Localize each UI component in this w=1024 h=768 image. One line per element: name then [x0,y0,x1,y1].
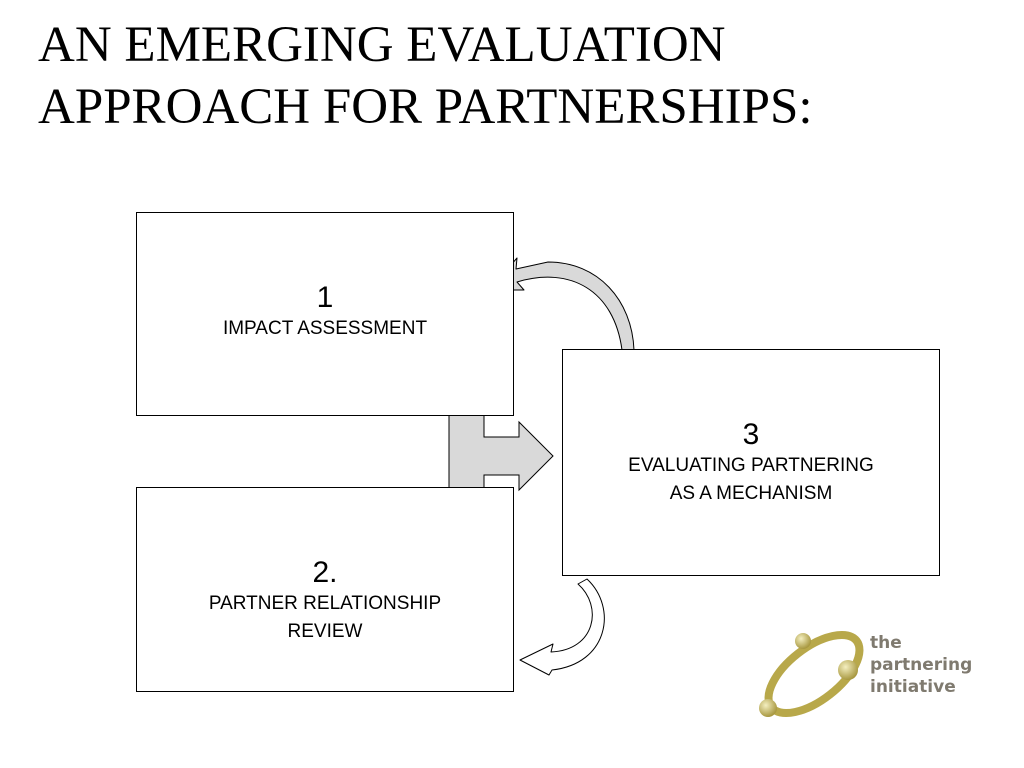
partner-relationship-box: 2. PARTNER RELATIONSHIP REVIEW [136,487,514,692]
impact-assessment-number: 1 [316,281,334,314]
slide-title: AN EMERGING EVALUATION APPROACH FOR PART… [38,14,998,138]
logo-text-line-1: the [870,633,902,653]
evaluating-partnering-number: 3 [742,418,760,451]
orbit-ring-with-three-beads-icon [759,630,864,718]
logo-text-line-3: initiative [870,677,956,697]
impact-assessment-box: 1 IMPACT ASSESSMENT [136,212,514,416]
partner-relationship-number: 2. [312,556,338,589]
evaluating-partnering-box: 3 EVALUATING PARTNERING AS A MECHANISM [562,349,940,576]
evaluating-partnering-label-line-1: EVALUATING PARTNERING [628,455,874,476]
logo-text-line-2: partnering [870,655,973,675]
partner-relationship-label-line-2: REVIEW [287,621,363,642]
slide-title-line-1: AN EMERGING EVALUATION [38,17,726,73]
slide-title-line-2: APPROACH FOR PARTNERSHIPS: [38,79,813,135]
evaluating-partnering-label-line-2: AS A MECHANISM [669,483,833,504]
curved-arrow-to-impact [488,257,635,351]
logo-wordmark: the partnering initiative [870,632,972,698]
block-arrow-to-evaluating [448,413,554,492]
curved-arrow-to-partner [519,578,605,676]
partner-relationship-label-line-1: PARTNER RELATIONSHIP [208,593,442,614]
partnering-initiative-logo: the partnering initiative [752,628,972,724]
impact-assessment-label: IMPACT ASSESSMENT [222,318,428,339]
